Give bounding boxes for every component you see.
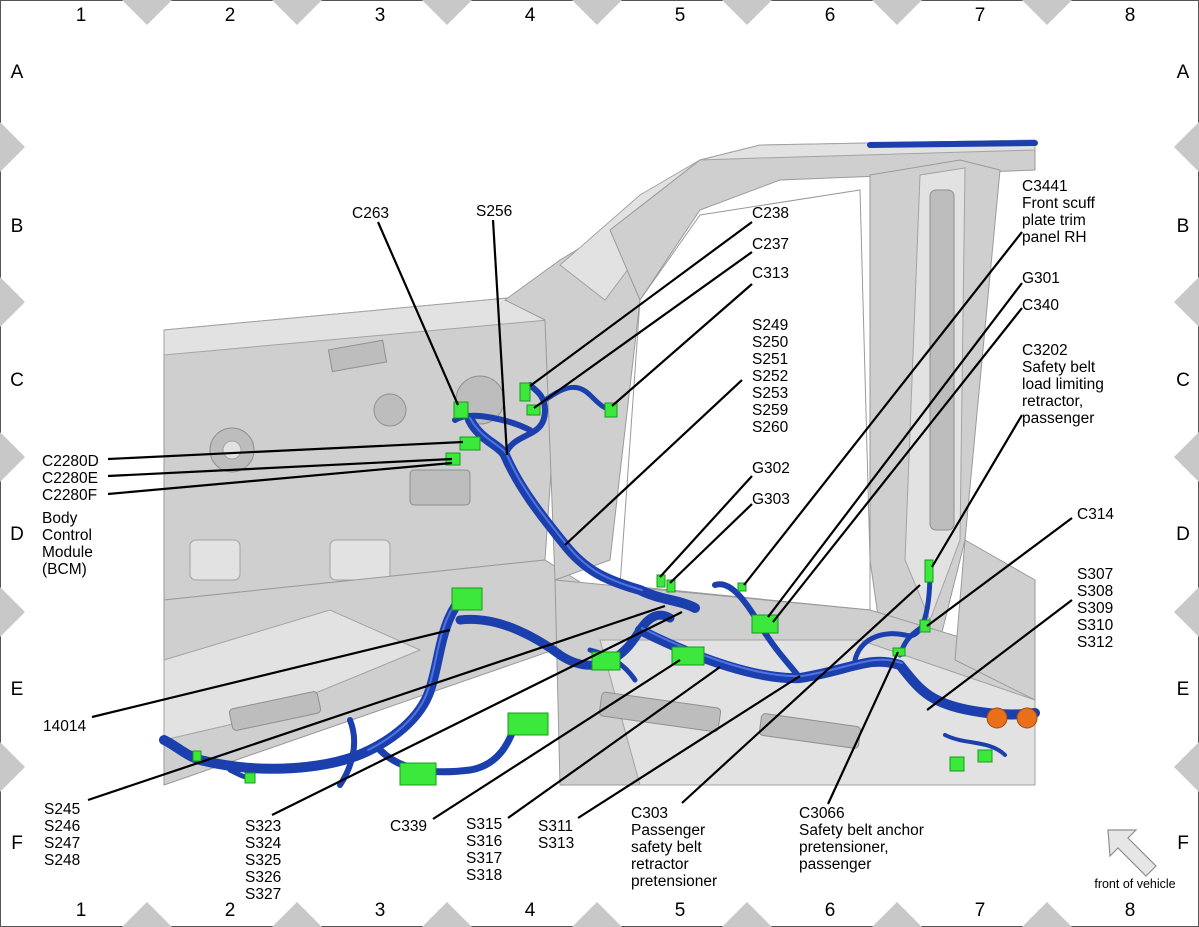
- connector-c3441: [737, 582, 747, 592]
- label-c3202: C3202 Safety belt load limiting retracto…: [1022, 342, 1108, 427]
- label-c238: C238: [752, 205, 789, 222]
- grid-col-5: 5: [675, 5, 686, 26]
- grid-col-2-bottom: 2: [225, 900, 236, 921]
- label-s256: S256: [476, 203, 512, 220]
- grid-col-6-bottom: 6: [825, 900, 836, 921]
- connector-rear-2: [977, 749, 993, 763]
- label-14014: 14014: [43, 718, 86, 735]
- connector-c339-large: [507, 712, 549, 736]
- grid-row-c: C: [10, 370, 24, 391]
- label-c3066: C3066 Safety belt anchor pretensioner, p…: [799, 805, 928, 873]
- connector-floor-1: [591, 651, 621, 671]
- connector-c3066: [892, 647, 906, 657]
- grid-row-e-right: E: [1177, 679, 1190, 700]
- grid-column-labels-bottom: 1 2 3 4 5 6 7 8: [76, 900, 1136, 921]
- connector-c238: [519, 382, 531, 402]
- grid-col-1-bottom: 1: [76, 900, 87, 921]
- grid-row-f: F: [11, 833, 23, 854]
- connector-c314: [919, 619, 931, 633]
- grid-col-4-bottom: 4: [525, 900, 536, 921]
- connector-c313: [604, 402, 618, 418]
- leader-lines: [87, 219, 1073, 820]
- grid-col-3: 3: [375, 5, 386, 26]
- grid-col-6: 6: [825, 5, 836, 26]
- grid-row-c-right: C: [1176, 370, 1190, 391]
- connector-c339: [399, 762, 437, 786]
- grid-row-f-right: F: [1177, 833, 1189, 854]
- front-of-vehicle-indicator: front of vehicle: [1094, 829, 1176, 891]
- grid-col-3-bottom: 3: [375, 900, 386, 921]
- grid-row-a-right: A: [1177, 62, 1190, 83]
- grid-row-labels-right: A B C D E F: [1176, 62, 1190, 854]
- grid-column-labels-top: 1 2 3 4 5 6 7 8: [76, 5, 1136, 26]
- connector-c2280d: [459, 436, 481, 451]
- label-c263: C263: [352, 205, 389, 222]
- connector-g303: [666, 579, 676, 593]
- connector-bcm-lower: [451, 587, 483, 611]
- grid-row-b: B: [11, 216, 24, 237]
- connector-c263: [453, 401, 469, 419]
- label-c237: C237: [752, 236, 789, 253]
- grid-col-8-bottom: 8: [1125, 900, 1136, 921]
- connector-rear-1: [949, 756, 965, 772]
- grid-col-4: 4: [525, 5, 536, 26]
- connector-s245: [192, 750, 202, 762]
- label-c2280-bcm: C2280D C2280E C2280F Body Control Module…: [42, 453, 103, 578]
- grid-row-d: D: [10, 524, 24, 545]
- label-s315-group: S315 S316 S317 S318: [466, 816, 507, 884]
- grid-row-d-right: D: [1176, 524, 1190, 545]
- grid-col-2: 2: [225, 5, 236, 26]
- connector-c340: [751, 614, 779, 634]
- callout-labels: C263 S256 C238 C237 C313 S249 S250 S251 …: [42, 178, 1118, 903]
- label-g303: G303: [752, 491, 790, 508]
- label-s311-group: S311 S313: [538, 818, 577, 852]
- grid-col-1: 1: [76, 5, 87, 26]
- connector-c3202: [924, 559, 934, 583]
- grid-col-5-bottom: 5: [675, 900, 686, 921]
- grid-row-labels-left: A B C D E F: [10, 62, 24, 854]
- label-c313: C313: [752, 265, 789, 282]
- grid-col-7: 7: [975, 5, 986, 26]
- label-s249-group: S249 S250 S251 S252 S253 S259 S260: [752, 317, 793, 436]
- grid-col-8: 8: [1125, 5, 1136, 26]
- label-c340: C340: [1022, 297, 1059, 314]
- front-of-vehicle-label: front of vehicle: [1094, 877, 1175, 891]
- grid-row-b-right: B: [1177, 216, 1190, 237]
- label-c339: C339: [390, 818, 427, 835]
- grid-row-e: E: [11, 679, 24, 700]
- label-s245-group: S245 S246 S247 S248: [44, 801, 85, 869]
- label-g301: G301: [1022, 270, 1060, 287]
- connector-c237: [526, 404, 541, 416]
- grid-row-a: A: [11, 62, 24, 83]
- label-g302: G302: [752, 460, 790, 477]
- arrow-up-left-icon: [1107, 829, 1157, 877]
- label-c314: C314: [1077, 506, 1114, 523]
- label-c3441: C3441 Front scuff plate trim panel RH: [1022, 178, 1099, 246]
- label-c303: C303 Passenger safety belt retractor pre…: [631, 805, 717, 890]
- label-s307-group: S307 S308 S309 S310 S312: [1077, 566, 1118, 651]
- label-s323-group: S323 S324 S325 S326 S327: [245, 818, 286, 903]
- connector-floor-left: [244, 772, 256, 784]
- grid-col-7-bottom: 7: [975, 900, 986, 921]
